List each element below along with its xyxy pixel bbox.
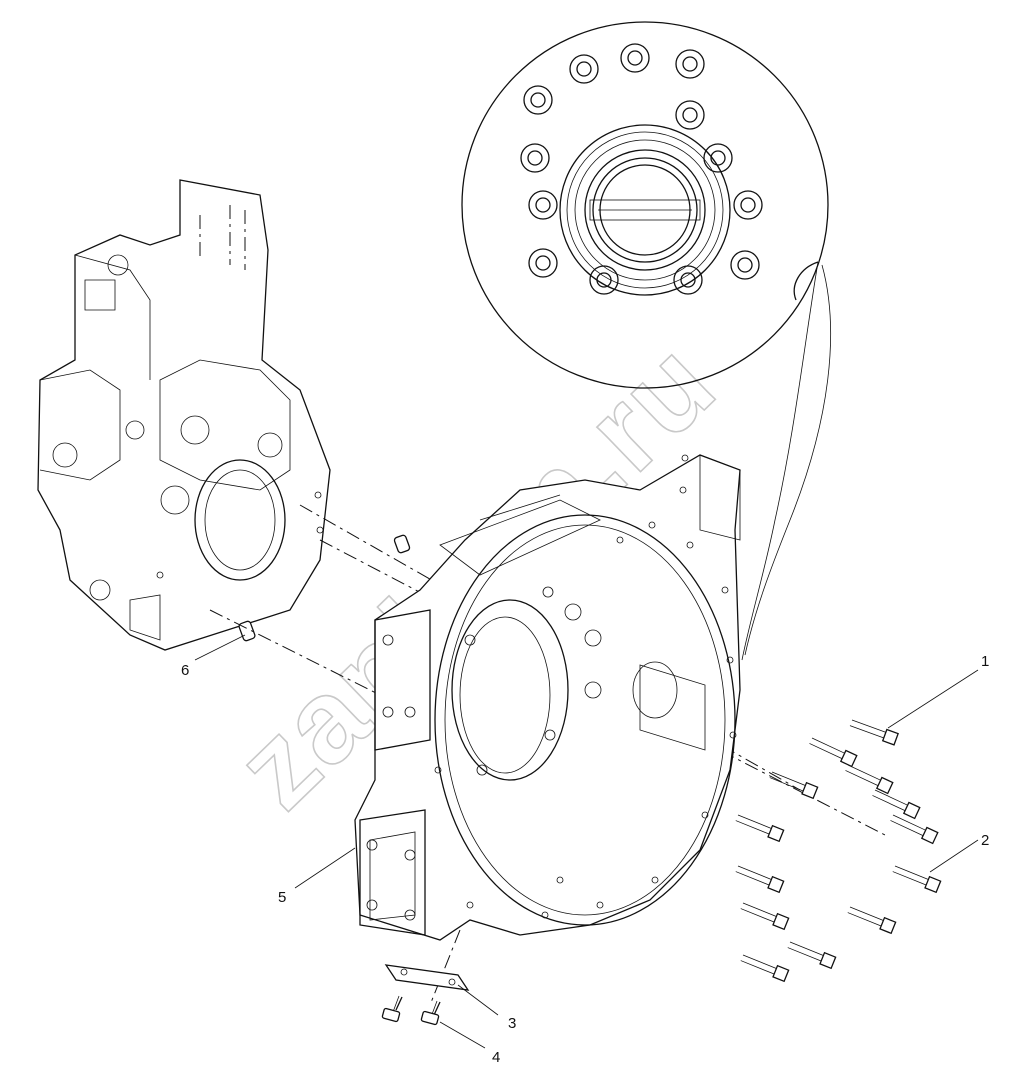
callout-2: 2 [981,832,989,849]
cover-plate [384,964,470,991]
callout-1: 1 [981,653,989,670]
screws [381,995,441,1026]
engine-block [37,179,331,651]
callout-3: 3 [508,1015,516,1032]
dowel-pin-upper [393,534,411,554]
callout-5: 5 [278,889,286,906]
leader-lines [194,634,979,1049]
bolts [735,719,942,983]
flywheel-housing [354,454,741,941]
callout-4: 4 [492,1049,500,1066]
detail-view-circle [461,21,831,661]
callout-6: 6 [181,662,189,679]
